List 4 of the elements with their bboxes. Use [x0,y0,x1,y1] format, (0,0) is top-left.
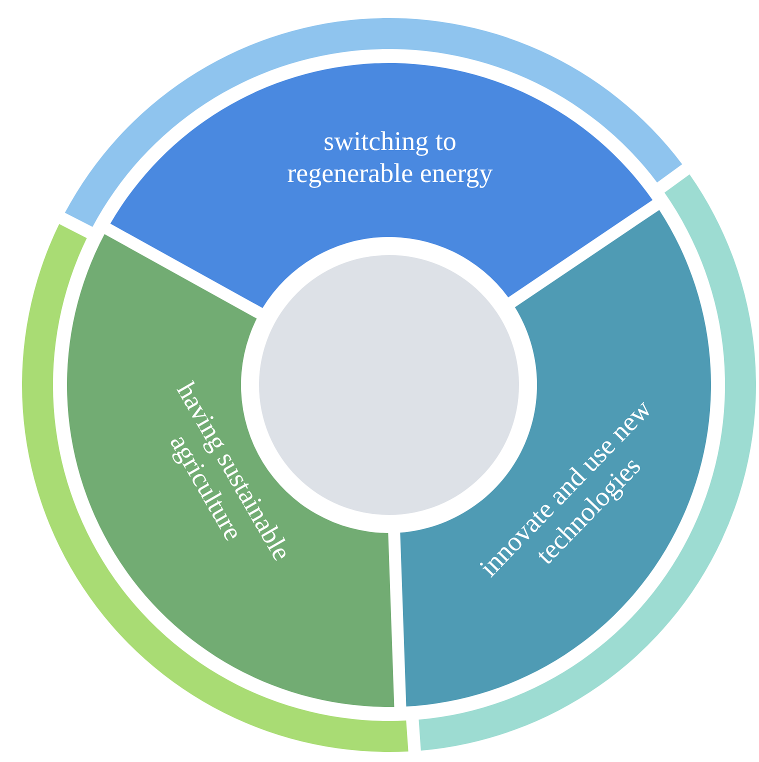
ring-segment [400,210,711,707]
ring-segment [110,63,653,308]
segment-label: switching to regenerable energy [286,125,494,190]
ring-segment [67,234,394,707]
